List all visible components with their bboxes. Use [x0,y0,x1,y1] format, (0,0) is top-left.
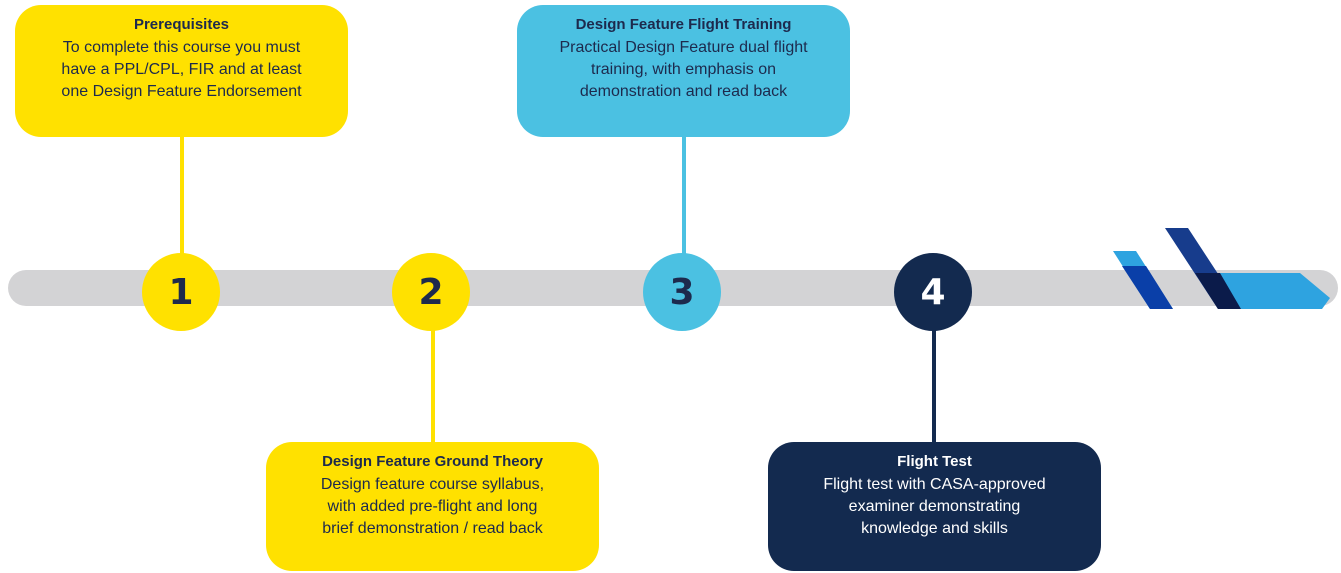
step-3-title: Design Feature Flight Training [575,16,792,33]
step-3-line-3: demonstration and read back [579,83,788,100]
step-2-marker: 2 [392,253,470,331]
step-1-marker: 1 [142,253,220,331]
step-4-line-2: examiner demonstrating [848,498,1021,515]
step-1-description: To complete this course you must have a … [29,37,334,103]
step-3-line-2: training, with emphasis on [591,61,776,78]
step-2-title: Design Feature Ground Theory [322,453,543,470]
step-2-line-3: brief demonstration / read back [322,520,543,537]
step-2-card: Design Feature Ground Theory Design feat… [266,442,599,571]
step-4-line-1: Flight test with CASA-approved [823,476,1046,493]
step-2-description: Design feature course syllabus, with add… [280,474,585,540]
tail-fin-logo-icon [1113,228,1330,309]
step-4-line-3: knowledge and skills [861,520,1008,537]
step-3-line-1: Practical Design Feature dual flight [559,39,808,56]
step-2-line-2: with added pre-flight and long [327,498,538,515]
step-1-line-2: have a PPL/CPL, FIR and at least [61,61,302,78]
step-3-marker: 3 [643,253,721,331]
step-4-title: Flight Test [897,453,972,470]
step-3-card: Design Feature Flight Training Practical… [517,5,850,137]
step-1-line-3: one Design Feature Endorsement [61,83,302,100]
step-4-description: Flight test with CASA-approved examiner … [782,474,1087,540]
connector-4 [932,300,936,445]
step-1-line-1: To complete this course you must [62,39,301,56]
step-4-marker: 4 [894,253,972,331]
step-3-description: Practical Design Feature dual flight tra… [531,37,836,103]
connector-3 [682,136,686,276]
connector-1 [180,136,184,276]
step-2-line-1: Design feature course syllabus, [320,476,545,493]
connector-2 [431,300,435,445]
step-4-card: Flight Test Flight test with CASA-approv… [768,442,1101,571]
step-1-title: Prerequisites [133,16,230,33]
step-1-card: Prerequisites To complete this course yo… [15,5,348,137]
